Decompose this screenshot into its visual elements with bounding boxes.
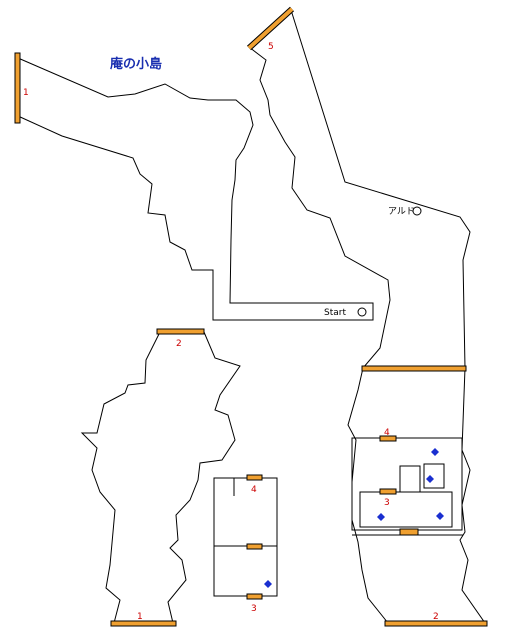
- tower-room-frame: [213, 477, 278, 597]
- door-2-top[interactable]: [156, 328, 205, 335]
- door-1-bottom[interactable]: [110, 620, 177, 627]
- door-4-building[interactable]: [379, 435, 397, 442]
- door-label-1-bottom: 1: [137, 612, 143, 622]
- building-area-lower-right: [347, 367, 486, 624]
- door-label-1-left: 1: [23, 88, 29, 98]
- door-label-4-tower: 4: [251, 485, 257, 495]
- door-3-building[interactable]: [379, 488, 397, 495]
- inner-room-large: [351, 437, 463, 531]
- npc-label: アルド: [388, 207, 415, 217]
- start-marker[interactable]: [357, 307, 367, 317]
- inner-room-small: [359, 491, 453, 528]
- door-2-bottom[interactable]: [384, 620, 488, 627]
- chest-marker[interactable]: [377, 513, 385, 521]
- door-tower-mid[interactable]: [246, 543, 263, 550]
- door-building-south[interactable]: [399, 528, 419, 536]
- cave-area-lower-left: [80, 331, 241, 624]
- start-label: Start: [324, 308, 346, 318]
- door-label-4-building: 4: [384, 428, 390, 438]
- cave-area-upper-left: [17, 57, 374, 321]
- door-label-3-tower: 3: [251, 604, 257, 614]
- inner-room-box: [423, 463, 445, 489]
- door-label-3-building: 3: [384, 498, 390, 508]
- door-4-tower[interactable]: [246, 474, 263, 481]
- door-label-2-bottom: 2: [433, 612, 439, 622]
- chest-marker[interactable]: [426, 475, 434, 483]
- door-1-left[interactable]: [14, 52, 21, 124]
- chest-marker[interactable]: [436, 512, 444, 520]
- map-title: 庵の小島: [110, 56, 162, 72]
- door-label-2-top: 2: [176, 339, 182, 349]
- door-3-tower[interactable]: [246, 593, 263, 600]
- chest-marker[interactable]: [431, 448, 439, 456]
- corridor-area-right: [248, 9, 471, 369]
- chest-marker[interactable]: [264, 580, 272, 588]
- npc-marker[interactable]: [412, 206, 422, 216]
- door-building-top[interactable]: [361, 365, 467, 372]
- door-label-5: 5: [268, 42, 274, 52]
